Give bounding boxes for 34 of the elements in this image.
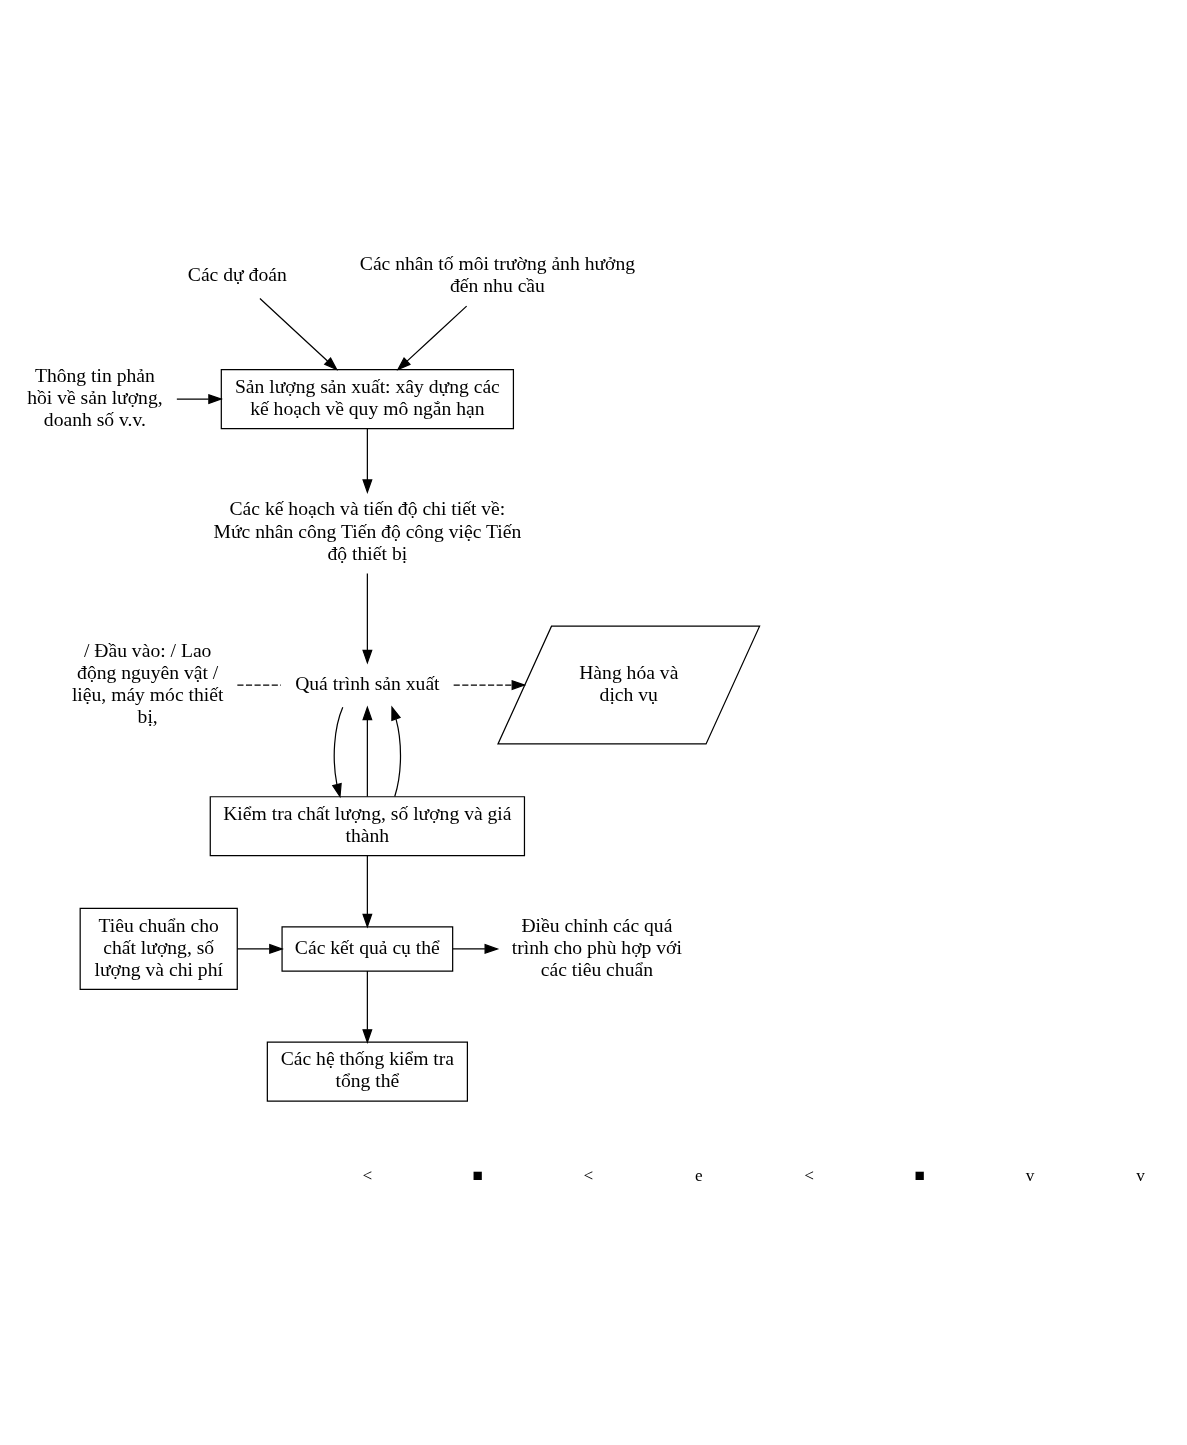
- arrow: [362, 855, 373, 929]
- arrow: [396, 305, 468, 371]
- arrow: [362, 428, 373, 495]
- arrow: [236, 943, 284, 955]
- node-box: Tiêu chuẩn cho chất lượng, số lượng và chi phí: [79, 907, 238, 991]
- arrow: [453, 679, 527, 691]
- arrow: [331, 706, 344, 799]
- arrow: [362, 705, 373, 798]
- node-text: Thông tin phản hồi về sản lượng, doanh số v.v.: [27, 364, 163, 430]
- arrow: [452, 943, 500, 955]
- label: v: [1025, 1165, 1035, 1185]
- node-box: Sản lượng sản xuất: xây dựng các kế hoạch về quy mô ngắn hạn: [220, 369, 515, 430]
- label: ■: [472, 1165, 484, 1185]
- arrow: [391, 705, 402, 798]
- label: e: [694, 1165, 703, 1185]
- label: <: [804, 1165, 815, 1185]
- label: <: [583, 1165, 594, 1185]
- arrow: [362, 970, 373, 1044]
- node-text: / Đầu vào: / Lao động nguyên vật / liệu, máy móc thiết bị,: [71, 639, 224, 727]
- label: ■: [914, 1165, 925, 1185]
- node-text: Điều chỉnh các quá trình cho phù hợp với các tiêu chuẩn: [511, 914, 682, 980]
- connector: [236, 684, 282, 686]
- arrow: [259, 297, 339, 371]
- node-text: Các dự đoán: [187, 264, 287, 286]
- node-box: Kiểm tra chất lượng, số lượng và giá thành: [209, 796, 526, 857]
- label: <: [362, 1165, 373, 1185]
- node-box: Các hệ thống kiểm tra tổng thể: [266, 1041, 468, 1102]
- arrow: [362, 572, 373, 665]
- arrow: [176, 393, 223, 405]
- node-box: Các kết quả cụ thể: [281, 926, 454, 972]
- node-text: Quá trình sản xuất: [295, 672, 440, 694]
- label: v: [1136, 1165, 1145, 1185]
- node-text: Các kế hoạch và tiến độ chi tiết về: Mức nhân công Tiến độ công việc Tiến độ thiết bị: [213, 498, 522, 564]
- node-text: Các nhân tố môi trường ảnh hưởng đến nhu cầu: [359, 252, 636, 297]
